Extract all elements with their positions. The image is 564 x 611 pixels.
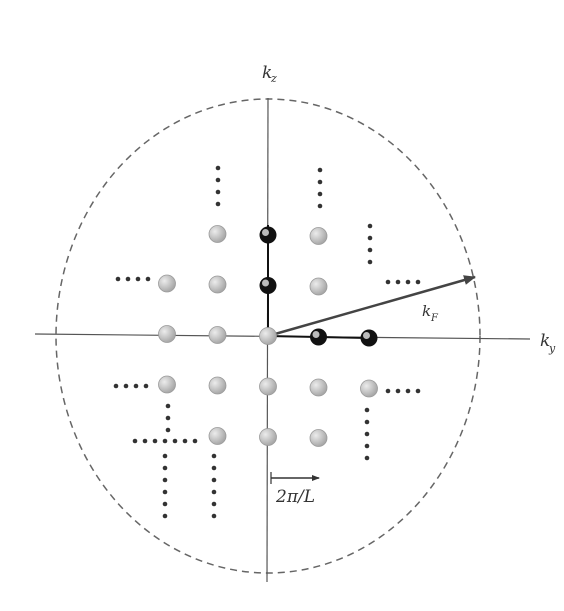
lattice-point xyxy=(309,227,328,245)
lattice-point xyxy=(208,225,227,243)
lattice-point xyxy=(309,429,328,447)
spacing-label: 2π/L xyxy=(275,487,315,507)
occupied-point-highlight xyxy=(262,279,269,287)
occupied-lattice-point xyxy=(259,226,277,244)
svg-text:F: F xyxy=(430,313,439,324)
lattice-points xyxy=(158,225,378,447)
svg-text:k: k xyxy=(540,331,550,351)
lattice-point xyxy=(208,326,227,344)
lattice-point xyxy=(158,375,176,394)
lattice-point xyxy=(259,327,277,345)
lattice-point xyxy=(259,428,277,446)
lattice-point xyxy=(208,376,227,395)
lattice-point xyxy=(158,325,176,343)
svg-text:z: z xyxy=(270,72,277,85)
lattice-point xyxy=(158,274,176,293)
lattice-point xyxy=(208,275,227,294)
occupied-lattice-point xyxy=(310,328,327,346)
occupied-lattice-point xyxy=(360,329,378,347)
kf-label: k F xyxy=(422,302,439,324)
kf-arrow xyxy=(267,275,476,338)
occupied-point-highlight xyxy=(262,229,269,236)
lattice-point xyxy=(360,379,378,398)
occupied-point-highlight xyxy=(363,332,370,339)
svg-text:k: k xyxy=(422,302,431,320)
ky-label: k y xyxy=(540,331,556,355)
occupied-point-highlight xyxy=(312,331,320,338)
lattice-point xyxy=(309,277,328,296)
lattice-point xyxy=(259,377,277,396)
svg-text:y: y xyxy=(548,342,556,355)
continuation-dots xyxy=(113,165,421,519)
svg-text:k: k xyxy=(262,63,272,83)
occupied-lattice-point xyxy=(259,277,277,294)
kz-label: k z xyxy=(262,63,277,85)
lattice-point xyxy=(208,427,227,445)
lattice-point xyxy=(309,378,328,397)
